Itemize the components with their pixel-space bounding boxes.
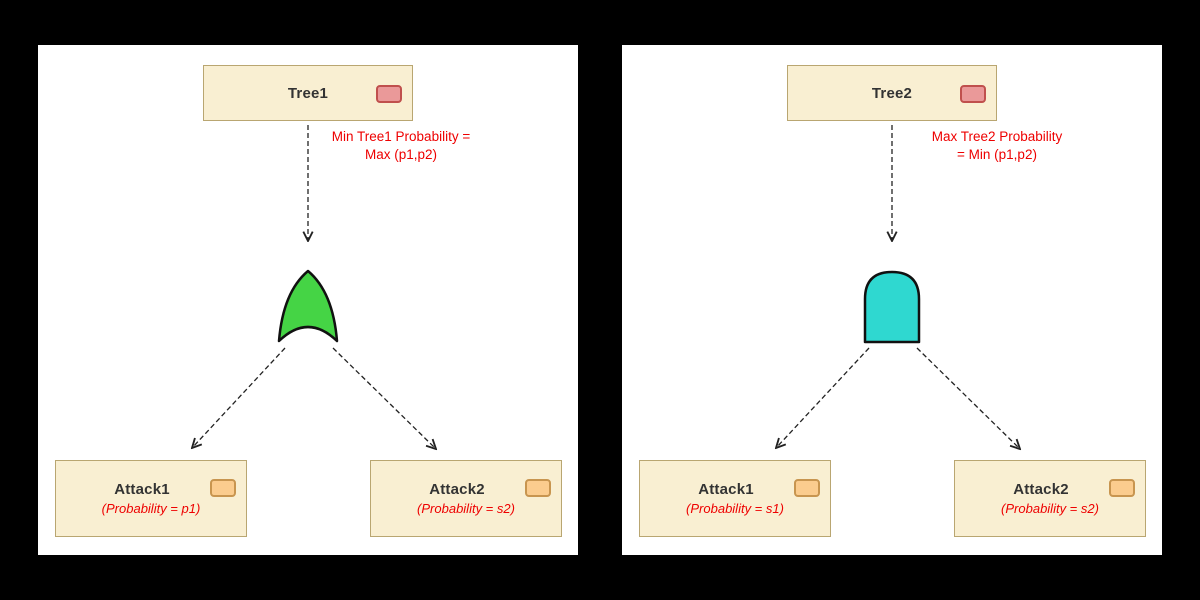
annotation-line-2: Max (p1,p2) (364, 147, 438, 162)
edge-gate-to-attack1 (776, 347, 870, 448)
attack2-probability: (Probability = s2) (1001, 501, 1099, 516)
annotation-line-1: Min Tree1 Probability = (331, 129, 471, 144)
probability-annotation: Min Tree1 Probability = Max (p1,p2) (301, 128, 501, 164)
tree-root-label: Tree1 (287, 84, 329, 102)
connector-layer (38, 125, 578, 555)
attack1-label: Attack1 (114, 481, 170, 498)
attack-node-icon (1109, 479, 1135, 497)
tree-root-node: Tree2 (787, 65, 997, 121)
edge-gate-to-attack1 (192, 347, 286, 448)
attack-node-icon (794, 479, 820, 497)
attack2-label: Attack2 (429, 481, 485, 498)
attack-tree-panel-tree2: Tree2 Max Tree2 Probability = Min (p1,p2… (622, 45, 1162, 555)
edge-gate-to-attack2 (332, 347, 436, 449)
attack1-probability: (Probability = p1) (101, 501, 201, 516)
attack1-probability: (Probability = s1) (686, 501, 784, 516)
tree-root-node: Tree1 (203, 65, 413, 121)
attack1-label: Attack1 (698, 481, 754, 498)
attack2-probability: (Probability = s2) (417, 501, 515, 516)
attack-node-icon (525, 479, 551, 497)
connector-layer (622, 125, 1162, 555)
probability-annotation: Max Tree2 Probability = Min (p1,p2) (897, 128, 1097, 164)
attack2-label: Attack2 (1013, 481, 1069, 498)
edge-gate-to-attack2 (916, 347, 1020, 449)
attack-tree-panel-tree1: Tree1 Min Tree1 Probability = Max (p1,p2… (38, 45, 578, 555)
attack-node-icon (210, 479, 236, 497)
attack2-node: Attack2 (Probability = s2) (370, 460, 562, 537)
tree-node-icon (960, 85, 986, 103)
tree-root-label: Tree2 (871, 84, 913, 102)
tree-node-icon (376, 85, 402, 103)
attack2-node: Attack2 (Probability = s2) (954, 460, 1146, 537)
annotation-line-2: = Min (p1,p2) (957, 147, 1037, 162)
and-gate-shape (863, 270, 921, 344)
or-gate-shape (277, 269, 339, 343)
attack1-node: Attack1 (Probability = s1) (639, 460, 831, 537)
attack1-node: Attack1 (Probability = p1) (55, 460, 247, 537)
annotation-line-1: Max Tree2 Probability (931, 129, 1063, 144)
